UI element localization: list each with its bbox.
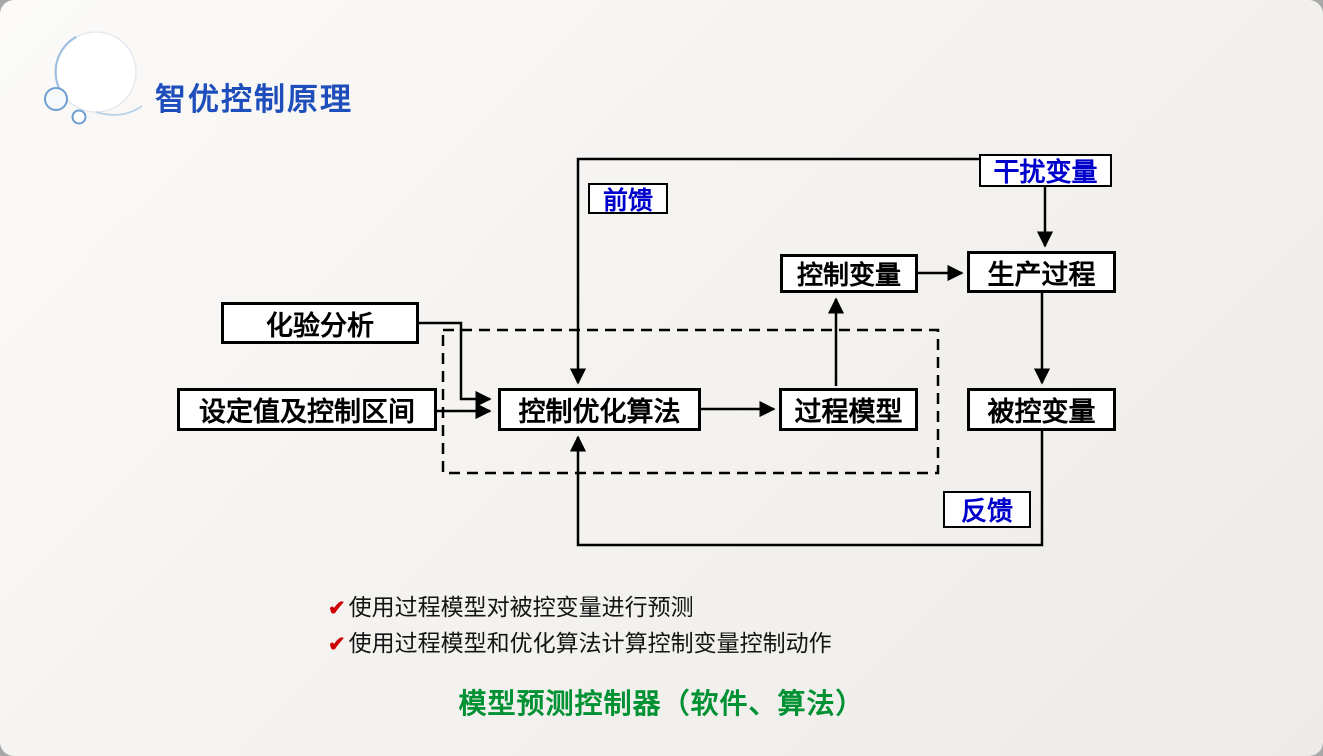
bullet-list: ✔ 使用过程模型对被控变量进行预测 ✔ 使用过程模型和优化算法计算控制变量控制动… [328,590,832,662]
list-item: ✔ 使用过程模型对被控变量进行预测 [328,590,832,626]
setpoint-range-box: 设定值及控制区间 [177,388,437,431]
check-icon: ✔ [328,596,346,620]
controlled-variable-box: 被控变量 [967,388,1116,431]
production-process-box: 生产过程 [967,251,1116,293]
feedforward-label-box: 前馈 [588,183,668,215]
disturbance-variable-box: 干扰变量 [979,154,1112,187]
bullet-text: 使用过程模型和优化算法计算控制变量控制动作 [348,631,832,656]
control-variable-box: 控制变量 [780,254,918,293]
page-title: 智优控制原理 [155,82,353,117]
bullet-text: 使用过程模型对被控变量进行预测 [348,595,694,620]
feedback-label-box: 反馈 [943,491,1031,528]
lab-analysis-box: 化验分析 [221,302,419,344]
caption-text: 模型预测控制器（软件、算法） [458,689,865,720]
check-icon: ✔ [328,632,346,656]
process-model-box: 过程模型 [779,388,918,431]
list-item: ✔ 使用过程模型和优化算法计算控制变量控制动作 [328,626,832,662]
control-optimizer-box: 控制优化算法 [498,388,701,431]
decorative-circles [44,31,143,125]
